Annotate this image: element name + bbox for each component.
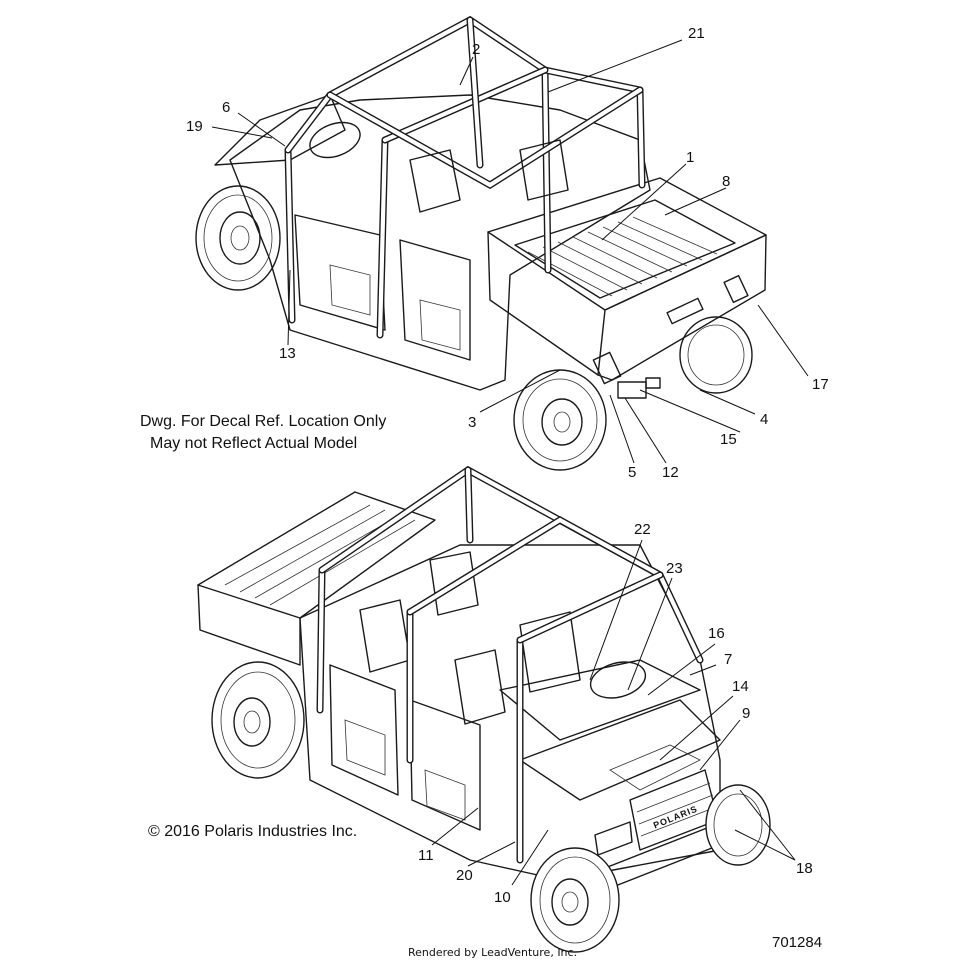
callout-20: 20 xyxy=(456,867,473,884)
callout-6: 6 xyxy=(222,99,231,116)
callout-17: 17 xyxy=(812,376,829,393)
callout-21: 21 xyxy=(688,25,705,42)
top-vehicle-rear-view xyxy=(195,15,767,471)
callout-1: 1 xyxy=(686,149,695,166)
callout-4: 4 xyxy=(760,411,769,428)
bottom-leaders xyxy=(431,539,796,886)
callout-18: 18 xyxy=(796,860,813,877)
bottom-front-left-tire xyxy=(530,847,620,953)
callout-16: 16 xyxy=(708,625,725,642)
top-front-tire xyxy=(195,185,281,291)
callout-19: 19 xyxy=(186,118,203,135)
bottom-roll-cage xyxy=(316,465,704,864)
callout-14: 14 xyxy=(732,678,749,695)
callout-7: 7 xyxy=(724,651,733,668)
callout-23: 23 xyxy=(666,560,683,577)
callout-12: 12 xyxy=(662,464,679,481)
top-rear-left-tire xyxy=(513,369,607,471)
bottom-front-right-tire xyxy=(705,784,771,866)
callout-10: 10 xyxy=(494,889,511,906)
callout-8: 8 xyxy=(722,173,731,190)
top-roll-cage xyxy=(284,15,646,339)
bottom-vehicle-front-view xyxy=(197,465,771,953)
callout-11: 11 xyxy=(418,847,434,864)
part-number: 701284 xyxy=(772,934,823,951)
callout-22: 22 xyxy=(634,521,651,538)
callout-9: 9 xyxy=(742,705,751,722)
callout-15: 15 xyxy=(720,431,737,448)
callout-5: 5 xyxy=(628,464,637,481)
top-rear-right-tire xyxy=(679,316,753,394)
disclaimer-line-2: May not Reflect Actual Model xyxy=(150,435,358,452)
callout-2: 2 xyxy=(472,41,481,58)
rendered-by: Rendered by LeadVenture, Inc. xyxy=(408,946,578,959)
copyright: © 2016 Polaris Industries Inc. xyxy=(148,823,358,840)
callout-13: 13 xyxy=(279,345,296,362)
bottom-rear-tire xyxy=(211,661,305,779)
disclaimer-line-1: Dwg. For Decal Ref. Location Only xyxy=(140,413,387,430)
top-leaders xyxy=(211,39,809,464)
callout-3: 3 xyxy=(468,414,477,431)
